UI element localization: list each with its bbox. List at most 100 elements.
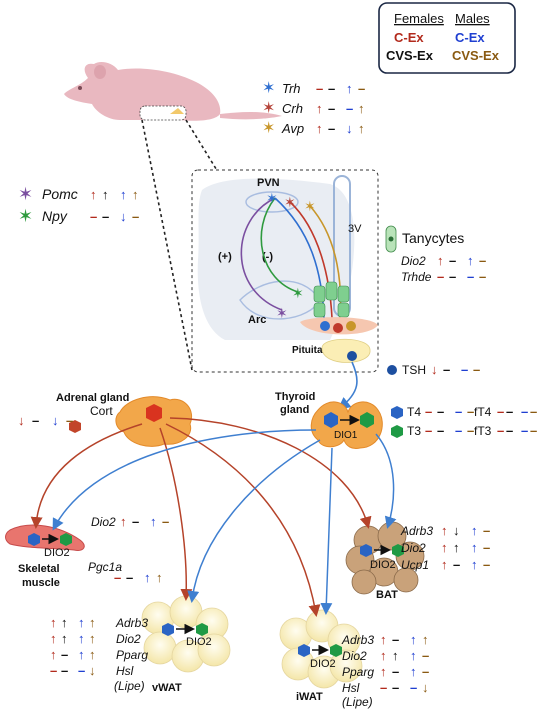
bat-adrb3-mark-3: –: [483, 523, 490, 538]
iwat-t4-hex: [298, 644, 310, 657]
pvn-crh-mark-0: ↑: [316, 101, 323, 116]
bat-t4-hex: [360, 544, 372, 557]
bat-dio2: DIO2: [370, 559, 396, 571]
vwat-adrb3-mark-0: ↑: [50, 615, 57, 630]
arc-pomc-neuron-icon: ✶: [276, 305, 288, 321]
vwat-adrb3-mark-1: ↑: [61, 615, 68, 630]
legend-male-cex: C-Ex: [455, 30, 485, 45]
arc-pomc-mark-1: ↑: [102, 187, 109, 202]
iwat-adrb3-mark-0: ↑: [380, 632, 387, 647]
iwat-pparg-mark-3: –: [422, 664, 429, 679]
t3-label: T3: [407, 424, 421, 438]
arc-pomc-mark-3: ↑: [132, 187, 139, 202]
pvn-trh-neuron-icon: ✶: [266, 190, 278, 206]
tsh-cell: [347, 351, 357, 361]
bat-ucp1-mark-1: –: [453, 557, 460, 572]
pvn-gene-avp: Avp: [281, 121, 304, 136]
pvn-avp-mark-0: ↑: [316, 121, 323, 136]
portal-gold: [346, 321, 356, 331]
bat-adrb3-mark-2: ↑: [471, 523, 478, 538]
thyroid-t4-hex: [324, 412, 338, 428]
iwat-adrb3-mark-1: –: [392, 632, 399, 647]
bat-dio2-mark-1: ↑: [453, 540, 460, 555]
iwat-t3-hex: [330, 644, 342, 657]
pomc-star-icon: ✶: [18, 184, 33, 204]
legend-box: Females Males C-Ex C-Ex CVS-Ex CVS-Ex: [378, 2, 516, 74]
tanycytes-trhde-mark-1: –: [449, 269, 456, 284]
bat-ucp1-mark-2: ↑: [471, 557, 478, 572]
avp-star-icon: ✶: [262, 120, 275, 137]
thyroid-to-iwat-arrow: [320, 447, 333, 615]
cort-legend-hexagon: [69, 420, 81, 433]
adrenal-mark-2: ↓: [52, 413, 59, 428]
iwat-hsl-mark-2: –: [410, 680, 417, 695]
vwat-dio2-mark-2: ↑: [78, 631, 85, 646]
adrenal-mark-3: –: [66, 413, 73, 428]
muscle-gene-pgc1a: Pgc1a: [88, 560, 122, 574]
tsh-label: TSH: [402, 363, 426, 377]
crh-projection: [289, 201, 333, 319]
legend-male-cvsex: CVS-Ex: [452, 48, 500, 63]
arc-pomc-mark-0: ↑: [90, 187, 97, 202]
muscle-dio2-mark-1: –: [132, 514, 139, 529]
thyroid-to-bat-arrow: [375, 433, 397, 529]
tsh-to-thyroid-arrow: [337, 361, 358, 410]
vwat-hsl-mark-2: –: [78, 663, 85, 678]
vwat-gene-pparg: Pparg: [116, 648, 148, 662]
trh-star-icon: ✶: [262, 80, 275, 97]
ft3-mark-2: –: [521, 423, 528, 438]
vwat-gene-hsl: Hsl: [116, 664, 134, 678]
tsh-mark-0: ↓: [431, 362, 438, 377]
iwat-hsl-mark-1: –: [392, 680, 399, 695]
ft4-mark-2: –: [521, 404, 528, 419]
label-pvn: PVN: [257, 177, 280, 189]
tanycytes-gene-dio2: Dio2: [401, 254, 426, 268]
tanycytes-dio2-mark-3: –: [479, 253, 486, 268]
portal-blue: [320, 321, 330, 331]
muscle-pgc1a-mark-3: ↑: [156, 570, 163, 585]
tsh-mark-1: –: [443, 362, 450, 377]
pvn-crh-mark-1: –: [328, 101, 335, 116]
legend-female-cex: C-Ex: [394, 30, 424, 45]
tsh-icon: [387, 365, 397, 375]
muscle-dio2-mark-0: ↑: [120, 514, 127, 529]
t4-mark-2: –: [455, 404, 462, 419]
tanycytes-dio2-mark-0: ↑: [437, 253, 444, 268]
muscle-label-line1: Skeletal: [18, 563, 60, 575]
muscle-dio2: DIO2: [44, 547, 70, 559]
vwat-gene-adrb3: Adrb3: [115, 616, 148, 630]
label-minus: (-): [262, 251, 273, 263]
pvn-trh-mark-0: –: [316, 81, 323, 96]
label-arc: Arc: [248, 314, 266, 326]
vwat-hsl-mark-0: –: [50, 663, 57, 678]
thyroid-to-muscle-arrow: [52, 429, 317, 531]
iwat-gene-hsl: Hsl: [342, 681, 360, 695]
t3-mark-3: –: [467, 423, 474, 438]
vwat-lipe-alias: (Lipe): [114, 679, 145, 693]
vwat-pparg-mark-1: –: [61, 647, 68, 662]
adrenal-to-vwat-arrow: [159, 427, 193, 601]
muscle-pgc1a-mark-2: ↑: [144, 570, 151, 585]
legend-female-cvsex: CVS-Ex: [386, 48, 434, 63]
bat-gene-dio2: Dio2: [401, 541, 426, 555]
legend-females-header: Females: [394, 11, 444, 26]
ft4-mark-1: –: [506, 404, 513, 419]
tsh-mark-3: –: [473, 362, 480, 377]
t3-mark-1: –: [437, 423, 444, 438]
iwat-lipe-alias: (Lipe): [342, 695, 373, 709]
iwat-label: iWAT: [296, 691, 323, 703]
t4-label: T4: [407, 405, 421, 419]
legend-males-header: Males: [455, 11, 490, 26]
bat-adrb3-mark-0: ↑: [441, 523, 448, 538]
iwat-gene-adrb3: Adrb3: [341, 633, 374, 647]
pvn-to-arc-npy-line: [260, 197, 299, 293]
muscle-t3-hex: [60, 533, 72, 546]
vwat-pparg-mark-3: ↑: [89, 647, 96, 662]
muscle-t4-hex: [28, 533, 40, 546]
adrenal-to-iwat-arrow: [165, 423, 321, 617]
tanycyte-icon: [385, 225, 397, 253]
thyroid-to-vwat-arrow: [187, 439, 321, 603]
t4-mark-3: –: [467, 404, 474, 419]
iwat-hsl-mark-3: ↓: [422, 680, 429, 695]
iwat-pparg-mark-2: ↑: [410, 664, 417, 679]
